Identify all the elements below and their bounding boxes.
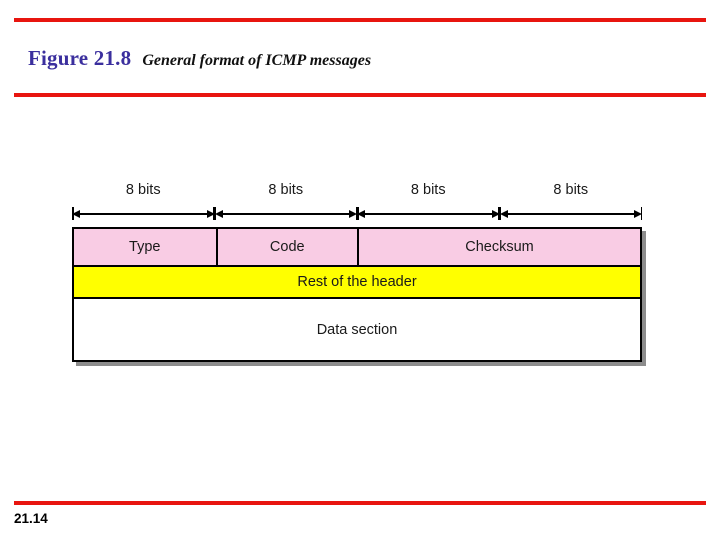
field-checksum: Checksum [357,229,640,265]
field-data-section: Data section [74,299,640,360]
page-number: 21.14 [14,511,48,526]
bit-width-arrow-1 [214,206,357,222]
header-row: Type Code Checksum [74,229,640,267]
bit-width-labels: 8 bits 8 bits 8 bits 8 bits [72,182,642,204]
bit-width-label-0: 8 bits [125,182,161,198]
field-type: Type [74,229,216,265]
field-code: Code [215,229,357,265]
bit-width-arrow-2 [357,206,500,222]
figure-label: Figure 21.8 [28,46,132,70]
bit-width-label-2: 8 bits [410,182,446,198]
icmp-message-format-diagram: 8 bits 8 bits 8 bits 8 bits Type [72,182,642,362]
bit-width-arrows [72,206,642,222]
rest-of-header-row: Rest of the header [74,267,640,299]
bit-width-arrow-0 [72,206,215,222]
bit-width-arrow-3 [499,206,642,222]
packet-diagram: Type Code Checksum Rest of the header Da… [72,227,642,362]
title-divider-rule [14,93,706,97]
top-divider-rule [14,18,706,22]
data-section-row: Data section [74,299,640,360]
bit-width-label-1: 8 bits [268,182,304,198]
bit-width-label-3: 8 bits [553,182,589,198]
field-rest-of-header: Rest of the header [74,267,640,297]
figure-caption: General format of ICMP messages [142,52,372,69]
footer-divider-rule [14,501,706,505]
figure-title: Figure 21.8 General format of ICMP messa… [28,46,371,71]
